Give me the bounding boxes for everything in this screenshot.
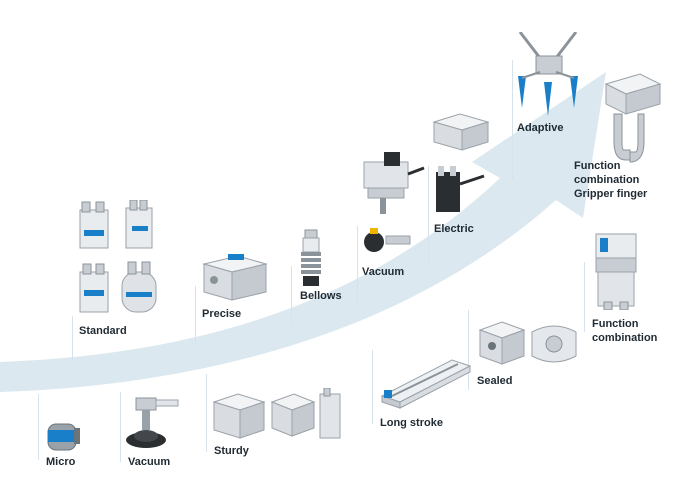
sealed-gripper-image <box>478 321 577 365</box>
label-function-combination-gripper-finger: Function combination Gripper finger <box>574 160 648 200</box>
label-bellows: Bellows <box>300 290 342 302</box>
divider-vacuum-top <box>357 226 358 306</box>
label-precise: Precise <box>202 308 242 320</box>
sturdy-gripper-image <box>212 388 341 439</box>
label-adaptive: Adaptive <box>517 122 564 134</box>
divider-sturdy <box>206 374 207 452</box>
label-function-combination: Function combination <box>592 318 658 344</box>
function-combination-image <box>595 233 637 310</box>
long-stroke-gripper-image <box>380 359 472 409</box>
vacuum-suction-cup-image <box>126 397 179 448</box>
divider-bellows <box>291 266 292 326</box>
label-vacuum-top: Vacuum <box>362 266 405 278</box>
divider-vacuum-bottom <box>120 392 121 462</box>
electric-gripper-image <box>432 113 490 212</box>
vacuum-ejector-image <box>363 152 425 252</box>
label-micro: Micro <box>46 456 76 468</box>
growth-arrow-shape <box>0 72 606 392</box>
standard-gripper-image <box>79 200 157 313</box>
divider-adaptive <box>512 60 513 180</box>
divider-electric <box>428 166 429 266</box>
adaptive-gripper-image <box>518 32 578 116</box>
divider-standard <box>72 316 73 362</box>
precise-gripper-image <box>202 254 268 301</box>
bellows-gripper-image <box>301 229 321 286</box>
divider-long-stroke <box>372 350 373 424</box>
divider-sealed <box>468 310 469 390</box>
label-long-stroke: Long stroke <box>380 417 443 429</box>
divider-precise <box>195 286 196 346</box>
label-sealed: Sealed <box>477 375 513 387</box>
label-standard: Standard <box>79 325 127 337</box>
label-vacuum-bottom: Vacuum <box>128 456 171 468</box>
divider-function-combination <box>584 262 585 332</box>
label-electric: Electric <box>434 223 474 235</box>
divider-micro <box>38 394 39 460</box>
gripper-finger-image <box>604 73 662 163</box>
micro-gripper-image <box>47 423 80 451</box>
label-sturdy: Sturdy <box>214 445 249 457</box>
